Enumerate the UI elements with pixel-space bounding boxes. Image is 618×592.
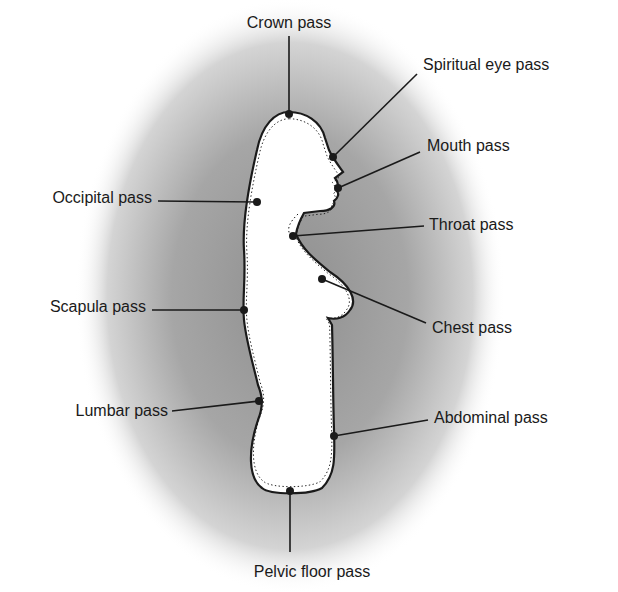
body-outline (243, 112, 353, 493)
aura-halo (75, 0, 505, 592)
pass-label: Scapula pass (50, 297, 146, 316)
pass-label: Throat pass (429, 215, 513, 234)
pass-label: Mouth pass (427, 136, 510, 155)
pass-dots (240, 110, 342, 495)
pass-label: Crown pass (247, 13, 331, 32)
pass-label: Chest pass (432, 318, 512, 337)
leader-lines (152, 36, 428, 552)
pass-label: Pelvic floor pass (254, 562, 371, 581)
inner-outline (246, 119, 349, 487)
pass-label: Spiritual eye pass (423, 55, 549, 74)
pass-label: Lumbar pass (76, 401, 169, 420)
pass-label: Abdominal pass (434, 408, 548, 427)
pass-label: Occipital pass (52, 188, 152, 207)
